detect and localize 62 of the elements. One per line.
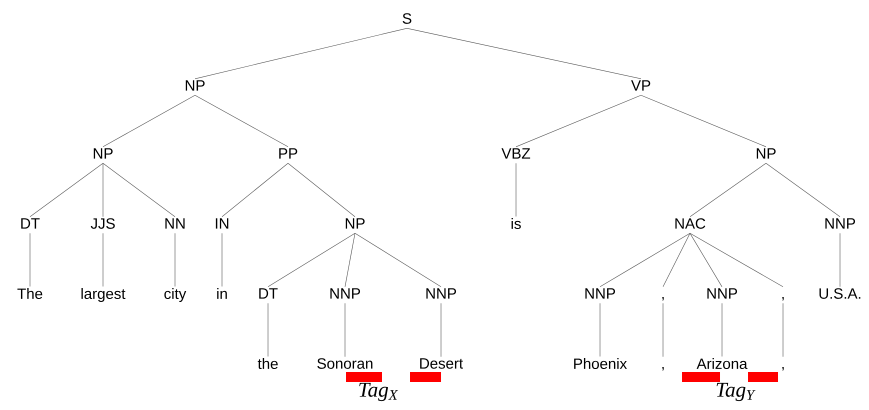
word-label: , (662, 367, 664, 371)
tree-branch (194, 94, 288, 148)
tag-label: Tag$_{Y}$ (716, 382, 756, 402)
tree-label: NNP (585, 288, 616, 299)
tree-branch (288, 162, 356, 218)
tree-label: NP (346, 218, 365, 229)
tree-label: NNP (825, 218, 856, 229)
tag-label: Tag$_{X}$ (359, 382, 398, 402)
tree-label: is (512, 218, 521, 230)
tree-branch (102, 162, 104, 218)
tree-label: NAC (675, 218, 706, 229)
word-label: the (258, 358, 278, 370)
tree-label: IN (216, 218, 228, 229)
tree-branch (102, 233, 104, 287)
tree-label: VP (631, 80, 650, 91)
tree-label: in (217, 288, 227, 299)
word-label: Desert (420, 358, 463, 369)
tree-branch (268, 232, 356, 288)
word-label: , (782, 367, 784, 371)
tree-branch (406, 28, 642, 80)
tree-branch (102, 94, 196, 148)
tree-label: largest (82, 288, 126, 302)
tree-label: NNP (707, 288, 738, 299)
tree-branch (516, 94, 642, 148)
tree-branch (782, 302, 784, 358)
tree-label: VBZ (501, 148, 530, 159)
tree-label: PP (279, 148, 298, 159)
tree-branch (600, 233, 690, 288)
tree-label: , (662, 297, 664, 301)
tree-label: DT (259, 288, 278, 299)
tree-branch (640, 94, 766, 148)
tree-label: NNP (330, 288, 360, 299)
tree-label: S (402, 13, 412, 24)
tree-branch (440, 302, 442, 358)
tree-branch (690, 162, 766, 218)
tree-label: NN (165, 218, 185, 229)
tree-label: DT (21, 218, 40, 229)
tree-branch (662, 302, 664, 358)
tree-label: NP (94, 148, 113, 159)
tree-branch (354, 232, 442, 288)
tree-label: city (164, 288, 186, 302)
tree-label: The (17, 288, 42, 300)
tree-branch (174, 232, 176, 287)
word-label: Sonoran (317, 358, 372, 369)
word-label: Arizona (696, 358, 748, 370)
tree-branch (344, 302, 346, 357)
tree-branch (102, 162, 176, 218)
tree-label: , (782, 297, 784, 301)
tree-branch (690, 233, 784, 288)
tree-label: JJS (90, 218, 115, 229)
word-label: Phoenix (574, 358, 627, 370)
tree-label: NP (186, 80, 205, 91)
tree-branch (766, 162, 840, 218)
tree-label: NP (756, 148, 776, 159)
tree-branch (194, 28, 408, 80)
tree-branch (662, 233, 690, 288)
tree-branch (344, 232, 356, 288)
tree-label: U.S.A. (820, 288, 860, 299)
tree-branch (222, 162, 288, 218)
tree-label: NNP (426, 288, 456, 299)
tree-branch (690, 233, 722, 288)
tree-branch (30, 162, 104, 218)
